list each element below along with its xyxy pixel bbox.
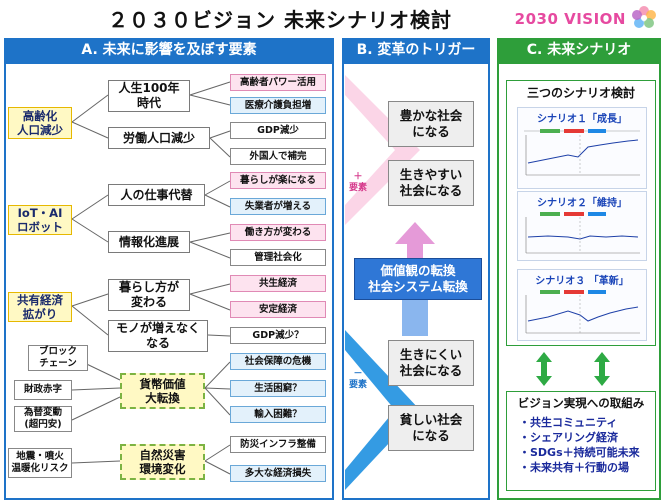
flower-logo-icon [632,6,656,28]
trigger-poor: 貧しい社会 になる [388,405,474,451]
trigger-easy: 生きやすい 社会になる [388,160,474,206]
effect-elder-power: 高齢者パワー活用 [230,74,326,91]
effect-loss: 多大な経済損失 [230,465,326,482]
effect-gdp-question: GDP減少？ [230,327,326,344]
trigger-shift: 価値観の転換 社会システム転換 [354,258,482,300]
scenario-innovation-graph-icon [525,290,640,334]
action-item-sdgs: ・SDGs＋持続可能未来 [519,446,640,459]
page-title: ２０３０ビジョン 未来シナリオ検討 [108,8,452,32]
factor-sharing: 共有経済 拡がり [8,292,72,322]
action-item-sharing: ・シェアリング経済 [519,431,618,444]
effect-infra: 防災インフラ整備 [230,436,326,453]
factor-currency: 貨幣価値 大転換 [120,373,205,409]
vision-logo-text: 2030 VISION [514,10,626,28]
action-item-community: ・共生コミュニティ [519,416,618,429]
trigger-hard: 生きにくい 社会になる [388,340,474,386]
column-c-header: C. 未来シナリオ [497,38,661,62]
scenario-heading: 三つのシナリオ検討 [526,86,635,100]
actions-panel: ビジョン実現への取組み ・共生コミュニティ ・シェアリング経済 ・SDGs＋持続… [506,391,656,491]
effect-gdp-down: GDP減少 [230,122,326,139]
effect-coexist: 共生経済 [230,275,326,292]
column-b-header: B. 変革のトリガー [342,38,490,62]
mid-job-replace: 人の仕事代替 [108,184,205,206]
action-item-future: ・未来共有＋行動の場 [519,461,629,474]
factor-aging: 高齢化 人口減少 [8,107,72,139]
mid-labor: 労働人口減少 [108,127,210,149]
mid-life100: 人生100年 時代 [108,80,190,112]
mid-goods: モノが増えなく なる [108,320,208,352]
scenario-card-growth: シナリオ１「成長」 [517,107,647,189]
scenario-innovation-title: シナリオ３ 「革新」 [535,276,629,287]
mid-info: 情報化進展 [108,231,190,253]
effect-foreign: 外国人で補完 [230,148,326,165]
scenario-maintain-title: シナリオ２「維持」 [537,198,627,209]
minus-factor-label: － 要素 [348,368,367,390]
plus-factor-label: ＋ 要素 [348,171,367,193]
mid-lifestyle: 暮らし方が 変わる [108,279,190,311]
source-blockchain: ブロック チェーン [28,345,88,371]
factor-disaster: 自然災害 環境変化 [120,444,205,480]
effect-hardship: 生活困窮？ [230,380,326,397]
trigger-rich: 豊かな社会 になる [388,101,474,147]
effect-stable: 安定経済 [230,301,326,318]
scenario-card-innovation: シナリオ３ 「革新」 [517,269,647,341]
effect-workstyle: 働き方が変わる [230,224,326,241]
source-deficit: 財政赤字 [14,380,72,400]
scenario-panel: 三つのシナリオ検討 シナリオ１「成長」 シナリオ２「維持」 シナリオ３ 「革新」 [506,80,656,346]
effect-mgmt: 管理社会化 [230,249,326,266]
factor-iot-ai: IoT・AI ロボット [8,205,72,235]
effect-welfare: 社会保障の危機 [230,353,326,370]
effect-unemploy: 失業者が増える [230,198,326,215]
effect-medical: 医療介護負担増 [230,97,326,114]
scenario-maintain-graph-icon [525,212,640,254]
effect-import: 輸入困難？ [230,406,326,423]
column-a-header: A. 未来に影響を及ぼす要素 [4,38,334,62]
actions-heading: ビジョン実現への取組み [517,396,645,410]
scenario-growth-graph-icon [524,129,640,176]
scenario-card-maintain: シナリオ２「維持」 [517,191,647,261]
scenario-growth-title: シナリオ１「成長」 [537,114,627,125]
source-yen: 為替変動 (超円安) [14,406,72,432]
effect-easier: 暮らしが楽になる [230,172,326,189]
source-quake: 地震・噴火 温暖化リスク [8,448,72,478]
